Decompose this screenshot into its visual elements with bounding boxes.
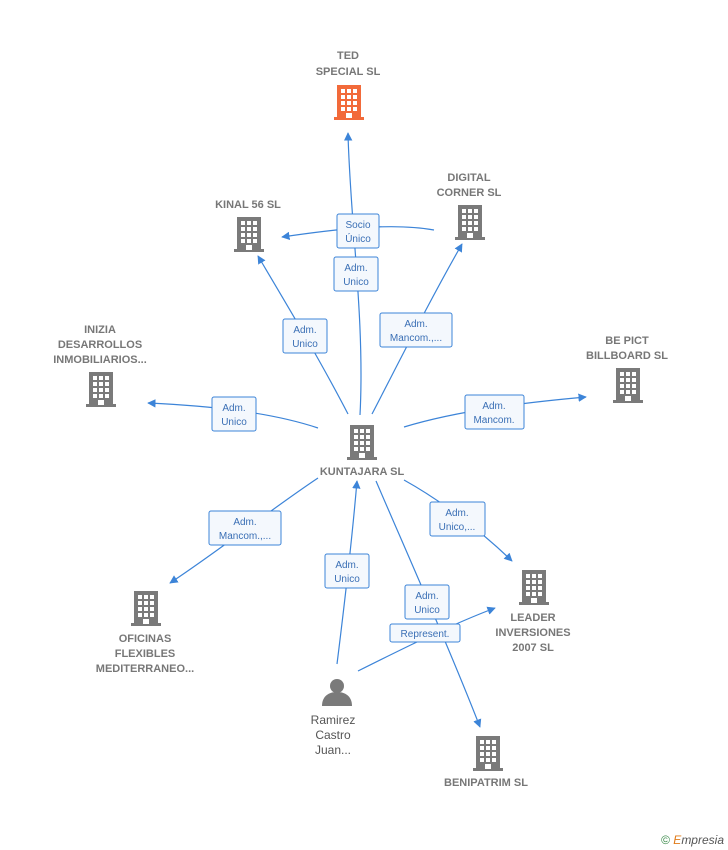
edge-label-text: Unico xyxy=(221,417,247,428)
edge-label-text: Mancom.,... xyxy=(390,333,442,344)
building-icon xyxy=(347,425,377,460)
edge-label-benipatrim-adm[interactable]: Adm. Unico xyxy=(404,584,450,620)
edge-label-text: Unico xyxy=(334,574,360,585)
node-label: Juan... xyxy=(315,743,351,757)
edge-label-digital-adm[interactable]: Adm. Mancom.,... xyxy=(379,312,453,348)
building-icon xyxy=(455,205,485,240)
edge-label-text: Adm. xyxy=(445,508,468,519)
node-bepict[interactable]: BE PICT BILLBOARD SL xyxy=(586,335,668,403)
node-label: BILLBOARD SL xyxy=(586,350,668,362)
node-label: LEADER xyxy=(510,612,555,624)
edge-label-text: Adm. xyxy=(344,263,367,274)
node-label: FLEXIBLES xyxy=(115,648,176,660)
node-label: INIZIA xyxy=(84,324,116,336)
node-oficinas[interactable]: OFICINAS FLEXIBLES MEDITERRANEO... xyxy=(96,591,194,675)
building-icon xyxy=(473,736,503,771)
node-label: CORNER SL xyxy=(437,187,502,199)
edge-label-leader-repr[interactable]: Represent. xyxy=(389,623,461,643)
node-label: INVERSIONES xyxy=(495,627,570,639)
edge-label-text: Adm. xyxy=(415,591,438,602)
edge-label-text: Adm. xyxy=(404,319,427,330)
footer-brand: © Empresia xyxy=(661,833,724,847)
edge-label-text: Unico xyxy=(292,339,318,350)
node-digital[interactable]: DIGITAL CORNER SL xyxy=(437,172,502,240)
edge-label-text: Represent. xyxy=(401,629,450,640)
building-icon xyxy=(234,217,264,252)
node-label: TED xyxy=(337,50,359,62)
edge-label-kinal-socio[interactable]: Socio Único xyxy=(336,213,380,249)
building-icon xyxy=(613,368,643,403)
edge-label-text: Unico,... xyxy=(439,522,476,533)
building-icon xyxy=(86,372,116,407)
edge-label-text: Adm. xyxy=(482,401,505,412)
edge-label-text: Socio xyxy=(345,220,370,231)
edge-label-ramirez-adm[interactable]: Adm. Unico xyxy=(324,553,370,589)
node-label: 2007 SL xyxy=(512,642,554,654)
building-icon xyxy=(334,85,364,120)
node-label: BENIPATRIM SL xyxy=(444,777,528,789)
building-icon xyxy=(131,591,161,626)
edge-label-ted-adm[interactable]: Adm. Unico xyxy=(333,256,379,292)
node-label: SPECIAL SL xyxy=(316,66,381,78)
edge-label-text: Unico xyxy=(343,277,369,288)
node-kuntajara[interactable]: KUNTAJARA SL xyxy=(320,425,405,478)
node-label: BE PICT xyxy=(605,335,649,347)
node-label: INMOBILIARIOS... xyxy=(53,354,147,366)
edge-label-text: Unico xyxy=(414,605,440,616)
edge-label-inizia-adm[interactable]: Adm. Unico xyxy=(211,396,257,432)
node-label: KUNTAJARA SL xyxy=(320,466,405,478)
edge-label-kinal-adm[interactable]: Adm. Unico xyxy=(282,318,328,354)
edge-label-text: Mancom.,... xyxy=(219,531,271,542)
edge-label-text: Adm. xyxy=(222,403,245,414)
edge-label-text: Mancom. xyxy=(473,415,514,426)
edge-label-text: Adm. xyxy=(335,560,358,571)
node-label: KINAL 56 SL xyxy=(215,199,281,211)
edge-label-bepict-adm[interactable]: Adm. Mancom. xyxy=(464,394,525,430)
node-ramirez[interactable]: Ramirez Castro Juan... xyxy=(311,679,356,757)
copyright-icon: © xyxy=(661,833,670,847)
node-ted[interactable]: TED SPECIAL SL xyxy=(316,50,381,120)
brand-initial: E xyxy=(673,833,682,847)
edge-label-leader-adm[interactable]: Adm. Unico,... xyxy=(429,501,486,537)
node-label: Castro xyxy=(315,728,351,742)
edge-label-text: Único xyxy=(345,232,371,245)
person-icon xyxy=(322,679,352,706)
node-inizia[interactable]: INIZIA DESARROLLOS INMOBILIARIOS... xyxy=(53,324,147,407)
node-kinal[interactable]: KINAL 56 SL xyxy=(215,199,281,252)
node-label: OFICINAS xyxy=(119,633,172,645)
edge-label-text: Adm. xyxy=(293,325,316,336)
edge-label-oficinas-adm[interactable]: Adm. Mancom.,... xyxy=(208,510,282,546)
node-label: DESARROLLOS xyxy=(58,339,142,351)
node-label: Ramirez xyxy=(311,713,356,727)
building-icon xyxy=(519,570,549,605)
node-benipatrim[interactable]: BENIPATRIM SL xyxy=(444,736,528,789)
edge-labels: Socio Único Adm. Unico Adm. Unico Adm. M… xyxy=(208,213,525,643)
node-leader[interactable]: LEADER INVERSIONES 2007 SL xyxy=(495,570,571,654)
node-label: MEDITERRANEO... xyxy=(96,663,194,675)
edge-label-text: Adm. xyxy=(233,517,256,528)
node-label: DIGITAL xyxy=(447,172,490,184)
brand-name: mpresia xyxy=(681,833,724,847)
